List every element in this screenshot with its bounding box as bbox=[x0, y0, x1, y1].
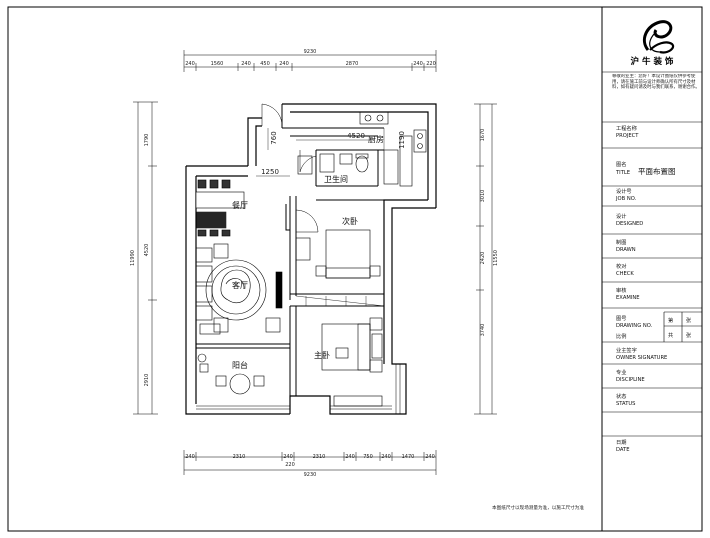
drawn-sub: DRAWN bbox=[616, 247, 636, 253]
design-sub: DESIGNED bbox=[616, 221, 643, 227]
inner-dim-1190: 1190 bbox=[398, 131, 406, 149]
scale-label: 比例 bbox=[616, 332, 626, 340]
inner-dim-760: 760 bbox=[270, 131, 278, 144]
top-dim-seg: 450 bbox=[260, 61, 270, 67]
date-sub: DATE bbox=[616, 447, 630, 453]
owner-sub: OWNER SIGNATURE bbox=[616, 355, 667, 361]
room-label-dining: 餐厅 bbox=[232, 201, 248, 210]
logo-text: 沪 牛 装 饰 bbox=[631, 56, 674, 67]
room-label-living: 客厅 bbox=[232, 280, 248, 290]
balcony-window bbox=[196, 364, 401, 414]
bottom-dim-seg: 240 bbox=[185, 454, 195, 460]
project-label: 工程名称 bbox=[616, 124, 637, 132]
interior-walls bbox=[196, 104, 384, 396]
logo-mark bbox=[643, 20, 675, 54]
title-value: 平面布置图 bbox=[638, 166, 676, 176]
sheet-label: 第 bbox=[668, 316, 673, 324]
right-dim-seg: 3740 bbox=[480, 324, 486, 337]
exam-label: 审核 bbox=[616, 286, 626, 294]
top-dim-seg: 2870 bbox=[346, 61, 359, 67]
top-dim-seg: 240 bbox=[185, 61, 195, 67]
status-sub: STATUS bbox=[616, 401, 635, 407]
discipline-sub: DISCIPLINE bbox=[616, 377, 645, 383]
left-dim-seg: 2910 bbox=[144, 374, 150, 387]
discipline-label: 专业 bbox=[616, 368, 626, 376]
bottom-dim-lower: 220 bbox=[285, 462, 295, 468]
inner-dim-lines bbox=[256, 128, 385, 177]
title-sub: TITLE bbox=[615, 170, 630, 176]
inner-dim-4520: 4520 bbox=[347, 132, 365, 140]
top-dim-seg: 220 bbox=[426, 61, 436, 67]
design-label: 设计 bbox=[616, 212, 626, 220]
bottom-dim-seg: 1470 bbox=[402, 454, 415, 460]
right-dim-seg: 2420 bbox=[480, 252, 486, 265]
right-dim-total: 11550 bbox=[493, 250, 499, 266]
drawing-no-label: 图号 bbox=[616, 315, 626, 322]
left-dimensions bbox=[133, 101, 158, 415]
total-label: 共 bbox=[668, 331, 673, 339]
kitchen-counter bbox=[359, 111, 427, 187]
top-dim-seg: 240 bbox=[241, 61, 251, 67]
title-label: 图名 bbox=[616, 160, 626, 168]
drawing-no-sub: DRAWING NO. bbox=[616, 323, 653, 329]
top-dim-seg: 240 bbox=[413, 61, 423, 67]
bottom-dim-seg: 2310 bbox=[313, 454, 326, 460]
sheet-sub: 张 bbox=[686, 316, 692, 324]
drawing-footnote: 本图纸尺寸以现场测量为准，以施工尺寸为准 bbox=[492, 504, 584, 511]
left-dim-seg: 4520 bbox=[144, 244, 150, 257]
top-dimensions bbox=[183, 50, 437, 72]
bottom-dim-total: 9230 bbox=[304, 472, 317, 478]
right-dim-seg: 1670 bbox=[480, 129, 486, 142]
inner-dim-1250: 1250 bbox=[261, 168, 279, 176]
room-label-master-bedroom: 主卧 bbox=[314, 350, 330, 360]
total-sub: 张 bbox=[686, 331, 692, 339]
left-dim-total: 11990 bbox=[130, 250, 136, 266]
bottom-dim-seg: 240 bbox=[425, 454, 435, 460]
notice-text-box: 尊敬的业主：您好！本设计图纸仅供参考使用，请在施工前与设计师确认所有尺寸及材料，… bbox=[612, 74, 700, 91]
bottom-dim-seg: 750 bbox=[363, 454, 373, 460]
top-dim-total: 9230 bbox=[304, 49, 317, 55]
room-label-balcony: 阳台 bbox=[232, 360, 248, 370]
drawn-label: 制图 bbox=[616, 238, 626, 246]
exterior-walls bbox=[185, 103, 437, 415]
top-dim-seg: 240 bbox=[279, 61, 289, 67]
bath-fixtures bbox=[297, 153, 369, 175]
exam-sub: EXAMINE bbox=[616, 295, 640, 301]
balcony-furniture bbox=[197, 353, 265, 395]
bottom-dim-seg: 240 bbox=[283, 454, 293, 460]
bottom-dim-seg: 240 bbox=[381, 454, 391, 460]
bottom-dim-seg: 240 bbox=[345, 454, 355, 460]
title-block-lines bbox=[602, 71, 702, 437]
check-sub: CHECK bbox=[616, 271, 634, 277]
status-label: 状态 bbox=[616, 392, 626, 400]
master-bedroom-furniture bbox=[321, 317, 383, 407]
check-label: 校对 bbox=[616, 262, 626, 270]
bottom-dim-seg: 2310 bbox=[233, 454, 246, 460]
job-sub: JOB NO. bbox=[615, 196, 637, 202]
room-label-bath: 卫生间 bbox=[324, 174, 348, 184]
second-bedroom-furniture bbox=[295, 229, 381, 279]
door-swings bbox=[261, 103, 319, 233]
right-dimensions bbox=[474, 103, 497, 415]
date-label: 日期 bbox=[616, 439, 626, 446]
dining-table bbox=[195, 179, 245, 237]
wardrobe bbox=[295, 295, 385, 307]
bottom-dimensions bbox=[183, 450, 437, 475]
notice-text: 尊敬的业主：您好！本设计图纸仅供参考使用，请在施工前与设计师确认所有尺寸及材料，… bbox=[612, 74, 700, 91]
sheet-border bbox=[7, 6, 703, 532]
room-label-second-bedroom: 次卧 bbox=[342, 216, 358, 226]
top-dim-seg: 1560 bbox=[211, 61, 224, 67]
room-label-kitchen: 厨房 bbox=[368, 134, 384, 144]
right-dim-seg: 3010 bbox=[480, 190, 486, 203]
job-label: 设计号 bbox=[616, 187, 632, 195]
living-room-furniture bbox=[195, 243, 283, 335]
project-sub: PROJECT bbox=[616, 133, 639, 139]
left-dim-seg: 1790 bbox=[144, 134, 150, 147]
owner-label: 业主签字 bbox=[616, 346, 637, 354]
